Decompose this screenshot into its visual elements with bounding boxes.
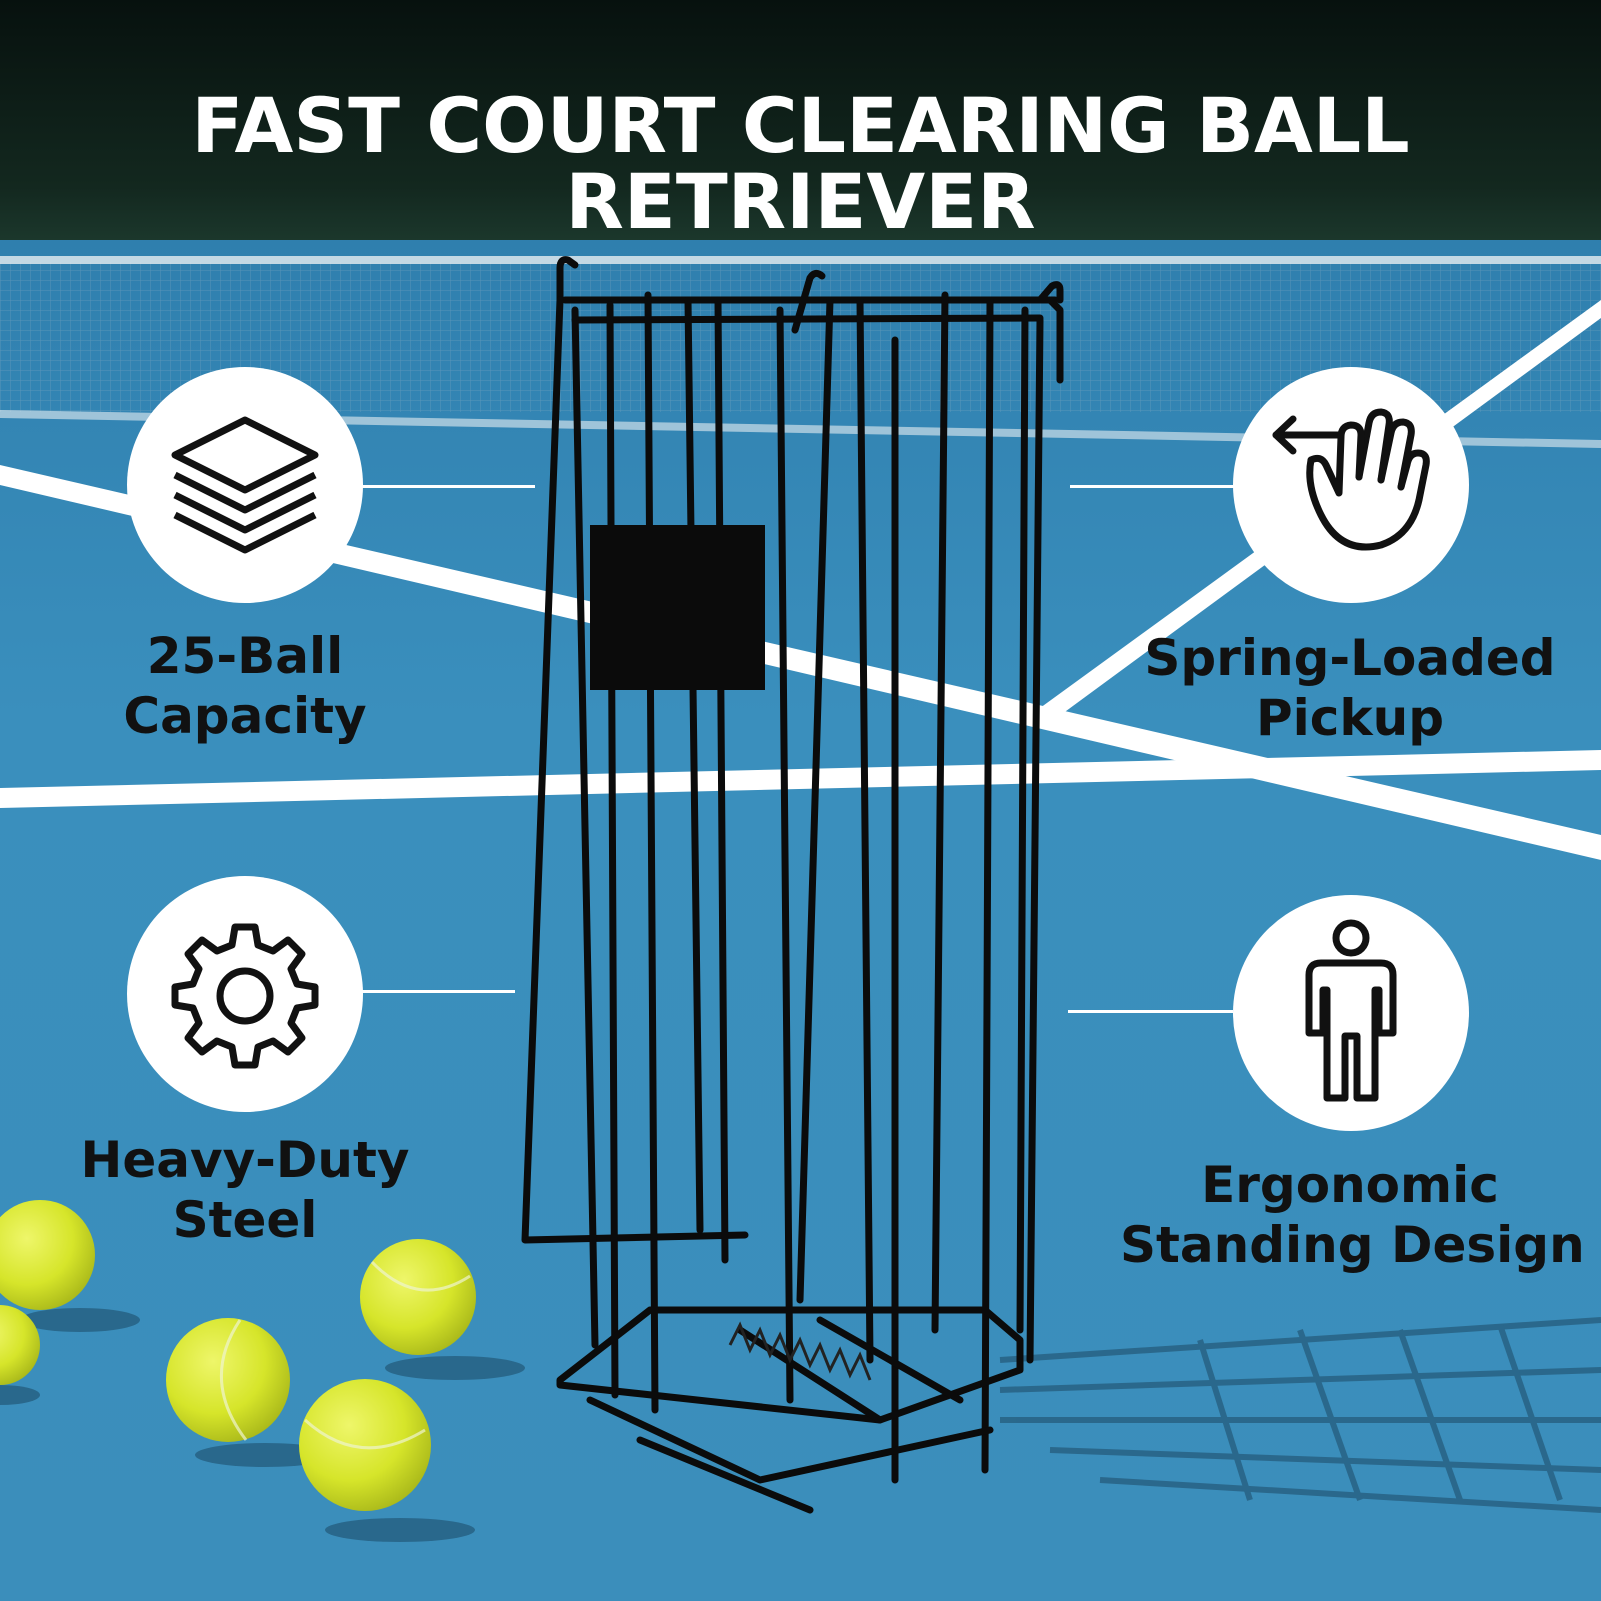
steel-feature-badge — [127, 876, 363, 1112]
tennis-balls — [0, 1200, 525, 1542]
pickup-spring — [728, 1321, 872, 1381]
ball-retriever-cage — [521, 256, 1064, 1514]
connector-line — [360, 990, 515, 993]
connector-line — [1070, 485, 1235, 488]
dark-background-band — [0, 0, 1601, 250]
standing-person-icon — [1305, 919, 1397, 1102]
cage-shadow — [999, 1317, 1601, 1513]
ergonomic-feature-badge — [1233, 895, 1469, 1131]
tennis-ball — [299, 1379, 431, 1511]
tennis-ball — [0, 1200, 95, 1310]
ergonomic-feature-label: Ergonomic Standing Design — [1120, 1156, 1585, 1274]
stacked-layers-icon — [171, 416, 319, 554]
gear-icon — [171, 923, 319, 1069]
hand-swipe-icon — [1272, 408, 1430, 551]
headline: FAST COURT CLEARING BALL RETRIEVER — [191, 81, 1410, 246]
connector-line — [1068, 1010, 1233, 1013]
pickup-feature-badge — [1233, 367, 1469, 603]
tennis-ball — [0, 1305, 40, 1385]
connector-line — [360, 485, 535, 488]
capacity-feature-label: 25-Ball Capacity — [123, 627, 367, 745]
tennis-ball — [360, 1239, 476, 1355]
pickup-feature-label: Spring-Loaded Pickup — [1144, 629, 1556, 747]
steel-feature-label: Heavy-Duty Steel — [80, 1131, 410, 1249]
tennis-ball — [166, 1318, 290, 1442]
capacity-feature-badge — [127, 367, 363, 603]
